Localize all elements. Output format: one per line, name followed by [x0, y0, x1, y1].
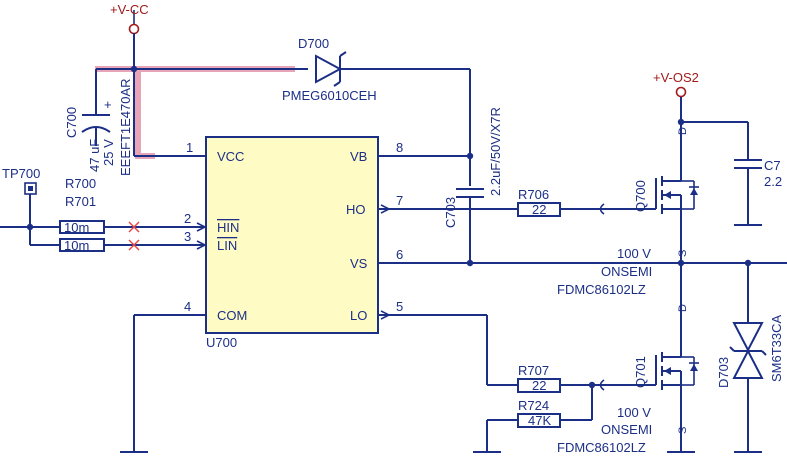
- c700-capacitor[interactable]: + C700 47 uF 25 V EEEFT1E470AR: [64, 78, 133, 176]
- c703-ref: C703: [443, 197, 458, 228]
- d700-ref: D700: [298, 36, 329, 51]
- pin-ho-name: HO: [346, 202, 366, 217]
- c700-part-number: EEEFT1E470AR: [118, 78, 133, 176]
- q700-ref: Q700: [633, 180, 648, 212]
- r701-value: 10m: [64, 238, 89, 253]
- d700-diode[interactable]: D700 PMEG6010CEH: [282, 36, 470, 103]
- q701-voltage: 100 V: [617, 405, 651, 420]
- c703-value: 2.2uF/50V/X7R: [488, 107, 503, 196]
- input-net-wires[interactable]: [0, 221, 140, 251]
- q700-manufacturer: ONSEMI: [601, 264, 652, 279]
- d703-tvs-diode[interactable]: D703 SM6T33CA: [716, 263, 784, 453]
- pin-6-number: 6: [396, 247, 403, 262]
- r724-resistor[interactable]: 47K R724: [517, 398, 561, 428]
- sheet-header-area: [200, 0, 495, 22]
- pin-vcc-name: VCC: [217, 149, 244, 164]
- lo-net-wires[interactable]: [420, 314, 656, 453]
- q701-ref: Q701: [633, 356, 648, 388]
- r707-resistor[interactable]: 22 R707: [517, 363, 561, 393]
- q701-source-pin: S: [677, 427, 689, 434]
- r700-value: 10m: [64, 220, 89, 235]
- pin-1-number: 1: [186, 140, 193, 155]
- d700-part-number: PMEG6010CEH: [282, 88, 377, 103]
- pin-5-number: 5: [396, 299, 403, 314]
- q700-part-number: FDMC86102LZ: [557, 282, 646, 297]
- pin-hin-name: HIN: [217, 220, 239, 235]
- tp700-ref: TP700: [2, 166, 40, 181]
- c7-capacitor[interactable]: C7 2.2: [734, 158, 782, 226]
- r700-resistor[interactable]: 10m R700: [59, 176, 105, 235]
- d703-part-number: SM6T33CA: [769, 314, 784, 382]
- pin-lo-name: LO: [350, 308, 367, 323]
- q701-mosfet[interactable]: D S Q701 100 V ONSEMI FDMC86102LZ: [557, 263, 699, 455]
- r706-resistor[interactable]: 22 R706: [517, 187, 561, 217]
- r701-resistor[interactable]: 10m R701: [59, 194, 105, 253]
- pin-vs-name: VS: [350, 256, 368, 271]
- u700-gate-driver-ic[interactable]: VCC HIN LIN COM VB HO VS LO 1 2 3 4 5 6 …: [134, 136, 420, 350]
- pin-3-number: 3: [184, 229, 191, 244]
- pin-4-number: 4: [184, 299, 191, 314]
- pin-vb-name: VB: [350, 149, 367, 164]
- q700-drain-pin: D: [677, 127, 689, 135]
- c700-ref: C700: [64, 107, 79, 138]
- q700-mosfet[interactable]: D S Q700 100 V ONSEMI FDMC86102LZ: [557, 127, 699, 297]
- r724-value: 47K: [528, 413, 551, 428]
- r701-ref: R701: [65, 194, 96, 209]
- r706-ref: R706: [518, 187, 549, 202]
- r706-value: 22: [532, 202, 546, 217]
- pin-2-number: 2: [184, 211, 191, 226]
- q701-part-number: FDMC86102LZ: [557, 440, 646, 455]
- q701-manufacturer: ONSEMI: [601, 422, 652, 437]
- r707-ref: R707: [518, 363, 549, 378]
- q700-source-pin: S: [677, 250, 689, 257]
- r707-value: 22: [532, 378, 546, 393]
- pin-com-name: COM: [217, 308, 247, 323]
- vos2-power-port[interactable]: +V-OS2: [653, 70, 749, 176]
- c700-voltage: 25 V: [101, 139, 116, 166]
- ho-net-wires[interactable]: [420, 203, 656, 215]
- r724-ref: R724: [518, 398, 549, 413]
- com-ground-wire[interactable]: [120, 315, 148, 453]
- u700-ref: U700: [206, 335, 237, 350]
- vcc-net-label: +V-CC: [110, 2, 149, 17]
- vos2-net-label: +V-OS2: [653, 70, 699, 85]
- q701-drain-pin: D: [677, 304, 689, 312]
- tp700-testpoint[interactable]: TP700: [2, 166, 40, 227]
- pin-lin-name: LIN: [217, 238, 237, 253]
- c700-plus-sign: +: [104, 97, 112, 112]
- d703-ref: D703: [716, 357, 731, 388]
- pin-8-number: 8: [396, 140, 403, 155]
- c703-capacitor[interactable]: C703 2.2uF/50V/X7R: [443, 107, 503, 263]
- vcc-power-port[interactable]: +V-CC: [110, 2, 149, 35]
- vb-net-wires[interactable]: [378, 69, 474, 186]
- pin-7-number: 7: [396, 193, 403, 208]
- r700-ref: R700: [65, 176, 96, 191]
- c7-value: 2.2: [764, 174, 782, 189]
- c700-capacitance: 47 uF: [87, 139, 102, 172]
- c7-ref: C7: [764, 158, 781, 173]
- q700-voltage: 100 V: [617, 246, 651, 261]
